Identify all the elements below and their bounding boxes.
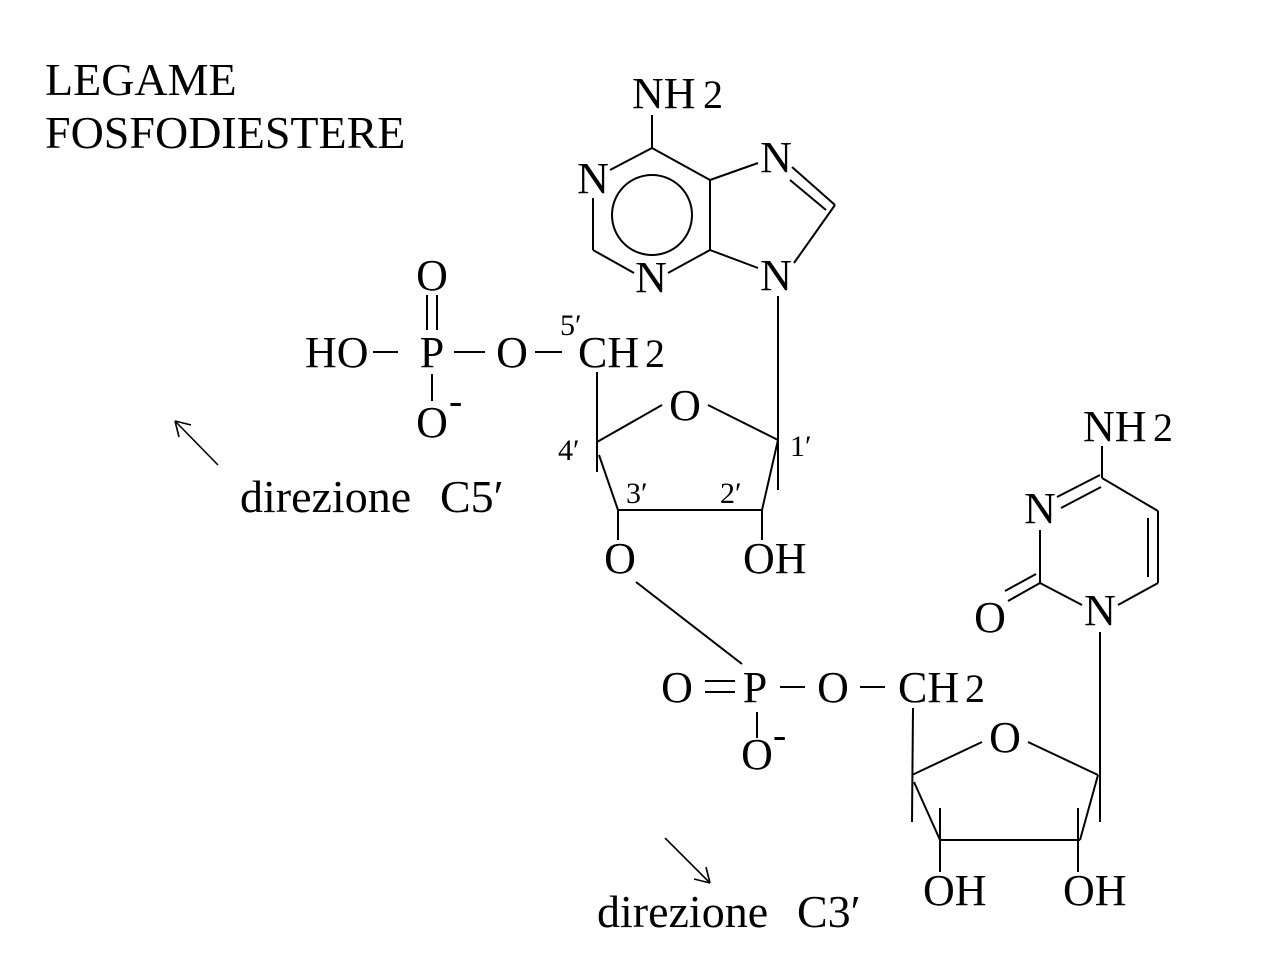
bond-c1-c2-lower — [1079, 774, 1099, 841]
arrow-down-right-shaft — [664, 837, 711, 884]
direction-5prime: direzione C5′ — [174, 420, 504, 522]
direction-3prime-terminus: C3′ — [797, 886, 861, 937]
bond-ch2-c4-lower — [911, 707, 914, 823]
phosphodiester-phosphorus-label: P — [743, 663, 767, 712]
phosphate-terminal-ester-oxygen-label: O — [496, 328, 528, 377]
bond-cytosine-c2-o — [1007, 582, 1041, 602]
phosphodiester-anion-oxygen-label: O — [741, 730, 773, 779]
cytosine-n1-label: N — [1084, 586, 1116, 635]
arrow-down-right-head-2 — [705, 866, 711, 884]
bond-adenine-c5-n7 — [709, 162, 759, 181]
ribose-upper-o3-label: O — [604, 534, 636, 583]
phosphate-terminal: O HO P O O - — [305, 251, 562, 447]
bond-o3-phosphorus — [635, 581, 743, 665]
bond-adenine-n7-c8 — [791, 166, 836, 206]
cytosine-carbonyl-oxygen-label: O — [974, 593, 1006, 642]
ribose-upper-c5-label: 5′ — [560, 309, 582, 342]
arrow-down-right-head-1 — [693, 878, 711, 884]
bond-cytosine-n3-c4-double — [1060, 486, 1102, 509]
adenine-n7-label: N — [760, 133, 792, 182]
phosphodiester-oxo-label: O — [661, 663, 693, 712]
adenine: NH 2 N N N N — [577, 69, 836, 490]
adenine-aromatic-circle — [611, 174, 693, 256]
bond-adenine-n7-c8-double — [789, 179, 827, 211]
bond-cytosine-n1-c2 — [1039, 582, 1083, 606]
direction-3prime-word: direzione — [597, 886, 768, 937]
phosphodiester: O P O O - — [661, 663, 885, 779]
bond-o-ring-c1-lower — [1027, 741, 1099, 776]
phosphodiester-charge: - — [773, 712, 786, 757]
ribose-upper-c1-label: 1′ — [790, 430, 812, 463]
adenine-amino-subscript: 2 — [703, 72, 723, 117]
ribose-lower: CH 2 O OH OH — [898, 632, 1127, 915]
ribose-lower-methylene-subscript: 2 — [965, 666, 985, 711]
cytosine-amino-subscript: 2 — [1153, 405, 1173, 450]
ribose-upper-methylene-label: CH — [578, 328, 639, 377]
bond-cytosine-c4-c5 — [1101, 477, 1159, 512]
direction-5prime-word: direzione — [240, 471, 411, 522]
ribose-lower-ring-oxygen-label: O — [989, 713, 1021, 762]
bond-adenine-c2-n3 — [592, 249, 635, 274]
phosphodiester-ester-oxygen-label: O — [817, 663, 849, 712]
adenine-n1-label: N — [577, 154, 609, 203]
ribose-upper: 5′ CH 2 O 4′ 1′ 3′ 2′ O OH — [558, 309, 812, 665]
arrow-up-left-head-2 — [174, 420, 180, 438]
direction-5prime-terminus: C5′ — [440, 471, 504, 522]
bond-adenine-n3-c4 — [667, 249, 711, 274]
ribose-upper-c3-label: 3′ — [626, 477, 648, 510]
ribose-upper-c2-hydroxyl-label: OH — [743, 534, 807, 583]
phosphate-terminal-anion-oxygen-label: O — [416, 398, 448, 447]
ribose-lower-methylene-label: CH — [898, 663, 959, 712]
bond-o-ring-c1-upper — [707, 404, 779, 441]
direction-3prime: direzione C3′ — [597, 837, 861, 937]
bond-adenine-c8-n9 — [793, 204, 836, 264]
phosphate-terminal-charge: - — [449, 378, 462, 423]
phosphate-terminal-oxo-label: O — [416, 251, 448, 300]
cytosine-amino-label: NH — [1083, 402, 1147, 451]
bond-c3-c4-lower — [913, 781, 941, 841]
bond-cytosine-c2-o-double — [1004, 573, 1037, 592]
bond-cytosine-n3-c4 — [1056, 474, 1101, 498]
ribose-upper-methylene-subscript: 2 — [645, 331, 665, 376]
adenine-n9-label: N — [760, 251, 792, 300]
adenine-n3-label: N — [635, 253, 667, 302]
phosphate-terminal-phosphorus-label: P — [420, 328, 444, 377]
arrow-up-left-head-1 — [174, 420, 192, 426]
bond-c4-o-ring-lower — [911, 741, 983, 776]
arrow-up-left-shaft — [174, 420, 219, 466]
bond-c4-o-ring-upper — [596, 404, 663, 443]
ribose-upper-ring-oxygen-label: O — [669, 381, 701, 430]
ribose-upper-c4-label: 4′ — [558, 434, 580, 467]
title: LEGAME FOSFODIESTERE — [45, 54, 405, 158]
title-line-1: LEGAME — [45, 54, 237, 105]
title-line-2: FOSFODIESTERE — [45, 107, 405, 158]
ribose-lower-c3-hydroxyl-label: OH — [923, 866, 987, 915]
bond-adenine-c4-n9 — [709, 249, 759, 269]
bond-c3-c4-upper — [598, 454, 619, 511]
bond-adenine-c6-n1 — [609, 147, 653, 171]
cytosine-n3-label: N — [1024, 484, 1056, 533]
adenine-amino-label: NH — [632, 69, 696, 118]
ribose-lower-c2-hydroxyl-label: OH — [1063, 866, 1127, 915]
bond-cytosine-c6-n1 — [1117, 582, 1159, 606]
phosphate-terminal-hydroxyl-label: HO — [305, 328, 369, 377]
bond-c1-c2-upper — [761, 439, 779, 511]
ribose-upper-c2-label: 2′ — [720, 477, 742, 510]
bond-adenine-c5-c6 — [651, 147, 711, 181]
cytosine: NH 2 N O N — [974, 402, 1173, 642]
